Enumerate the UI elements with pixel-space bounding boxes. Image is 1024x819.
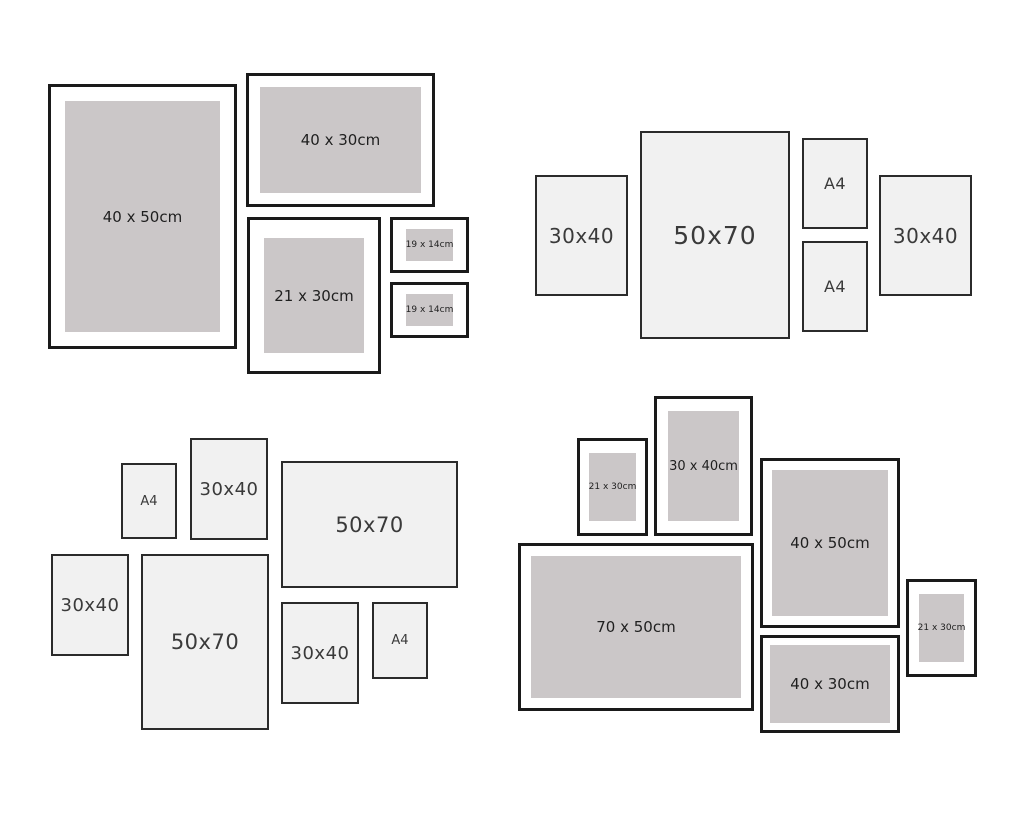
frame-21x30: 21 x 30cm [247, 217, 381, 374]
frame-label: 50x70 [673, 220, 757, 250]
frame-40x30: 40 x 30cm [760, 635, 900, 733]
print-area: 19 x 14cm [406, 294, 453, 326]
frame-30x40-right: 30x40 [879, 175, 972, 296]
frame-50x70-portrait: 50x70 [141, 554, 269, 730]
print-area: 21 x 30cm [917, 594, 966, 662]
frame-30x40-bottom: 30x40 [281, 602, 359, 704]
frame-label: A4 [140, 493, 158, 509]
frame-40x50: 40 x 50cm [760, 458, 900, 628]
frame-30x40-left: 30x40 [535, 175, 628, 296]
frame-30x40-left: 30x40 [51, 554, 129, 656]
frame-label: 21 x 30cm [588, 482, 637, 492]
frame-a4-lower: A4 [802, 241, 868, 332]
print-area: 30 x 40cm [668, 411, 739, 521]
frame-label: 21 x 30cm [917, 623, 966, 633]
print-area: 19 x 14cm [406, 229, 453, 261]
frame-a4-upper: A4 [802, 138, 868, 229]
frame-label: A4 [391, 633, 409, 648]
frame-label: 50x70 [170, 630, 240, 654]
frame-50x70: 50x70 [640, 131, 790, 339]
frame-a4-lower: A4 [372, 602, 428, 679]
frame-label: 30x40 [290, 642, 350, 664]
frame-30x40-top: 30x40 [190, 438, 268, 540]
frame-21x30-right: 21 x 30cm [906, 579, 977, 677]
frame-a4-upper: A4 [121, 463, 177, 539]
frame-label: 21 x 30cm [274, 286, 354, 305]
frame-label: 40 x 50cm [790, 534, 870, 552]
frame-label: 30x40 [892, 223, 959, 248]
print-area: 21 x 30cm [589, 453, 636, 521]
frame-label: 19 x 14cm [405, 305, 454, 315]
print-area: 40 x 50cm [65, 101, 220, 332]
frame-label: 40 x 30cm [790, 675, 870, 693]
frame-label: 30x40 [60, 594, 120, 616]
frame-70x50: 70 x 50cm [518, 543, 754, 711]
frame-label: A4 [823, 174, 847, 193]
frame-label: 40 x 30cm [300, 131, 381, 149]
frame-40x50: 40 x 50cm [48, 84, 237, 349]
frame-label: 30x40 [199, 478, 259, 500]
frame-21x30-top: 21 x 30cm [577, 438, 648, 536]
print-area: 40 x 30cm [770, 645, 890, 723]
print-area: 70 x 50cm [531, 556, 741, 698]
frame-label: 70 x 50cm [596, 618, 676, 636]
frame-label: 19 x 14cm [405, 240, 454, 250]
frame-label: 40 x 50cm [102, 207, 183, 226]
frame-label: 30 x 40cm [669, 458, 738, 474]
frame-50x70-landscape: 50x70 [281, 461, 458, 588]
frame-label: A4 [823, 277, 847, 296]
print-area: 40 x 30cm [260, 87, 421, 193]
frame-19x14-upper: 19 x 14cm [390, 217, 469, 273]
frame-40x30: 40 x 30cm [246, 73, 435, 207]
print-area: 40 x 50cm [772, 470, 888, 616]
frame-label: 30x40 [548, 223, 615, 248]
frame-30x40: 30 x 40cm [654, 396, 753, 536]
frame-19x14-lower: 19 x 14cm [390, 282, 469, 338]
print-area: 21 x 30cm [264, 238, 364, 353]
frame-label: 50x70 [335, 512, 404, 537]
